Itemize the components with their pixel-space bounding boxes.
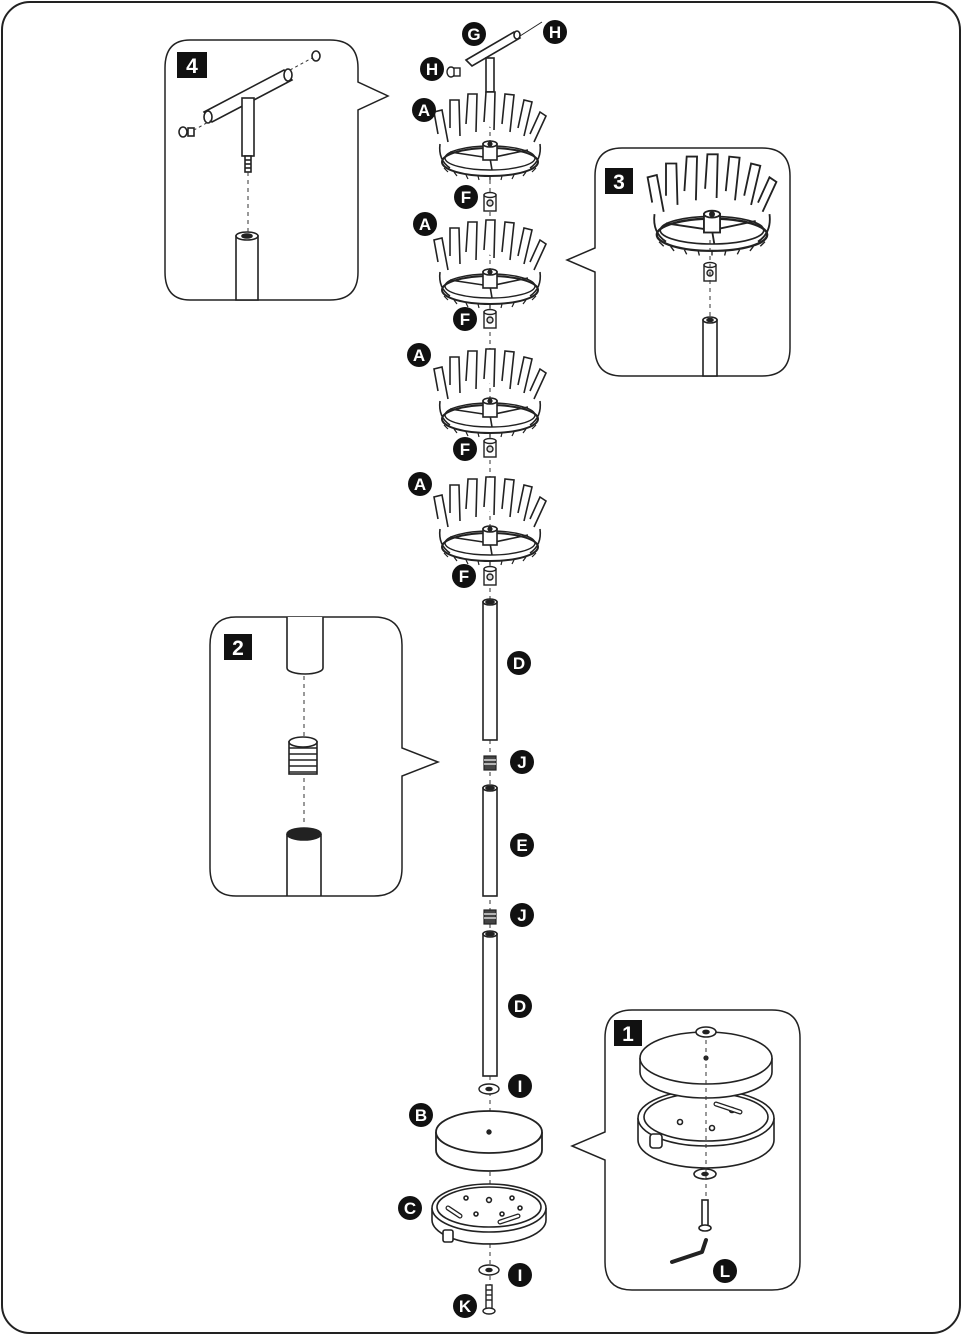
- label-f-4: F: [452, 564, 476, 588]
- part-h-cap: [446, 66, 461, 78]
- label-i-2: I: [508, 1263, 532, 1287]
- label-j-2: J: [510, 903, 534, 927]
- label-f-2: F: [453, 307, 477, 331]
- svg-text:F: F: [460, 440, 470, 459]
- callout-step-4: 4: [164, 39, 390, 301]
- part-a-basket-4: [433, 476, 547, 566]
- part-f-connector-1: [483, 191, 497, 212]
- svg-text:F: F: [459, 567, 469, 586]
- part-k-bolt: [482, 1284, 496, 1315]
- svg-text:G: G: [467, 25, 480, 44]
- svg-text:F: F: [460, 310, 470, 329]
- svg-text:F: F: [461, 188, 471, 207]
- part-f-connector-3: [483, 437, 497, 458]
- svg-text:1: 1: [622, 1023, 634, 1046]
- part-l-allen-key: [670, 1238, 708, 1264]
- step-1-badge: [614, 1020, 642, 1046]
- label-g: G: [462, 22, 486, 46]
- part-f-connector-4: [483, 565, 497, 586]
- svg-text:A: A: [414, 475, 426, 494]
- svg-text:C: C: [404, 1199, 416, 1218]
- label-b: B: [409, 1103, 433, 1127]
- part-d-pole-upper: [482, 598, 498, 741]
- svg-text:I: I: [518, 1077, 523, 1096]
- svg-text:K: K: [459, 1297, 472, 1316]
- part-j-threaded-connector-2: [483, 909, 497, 925]
- part-c-base-plate: [431, 1183, 547, 1245]
- svg-text:4: 4: [186, 55, 198, 78]
- svg-text:L: L: [720, 1262, 730, 1281]
- label-d-lower: D: [508, 994, 532, 1018]
- callout-step-2: 2: [209, 616, 441, 897]
- svg-text:A: A: [419, 215, 431, 234]
- label-a-4: A: [408, 472, 432, 496]
- label-k: K: [453, 1294, 477, 1318]
- svg-text:A: A: [418, 101, 430, 120]
- svg-text:H: H: [426, 60, 438, 79]
- part-i-washer-2: [478, 1264, 500, 1276]
- svg-text:J: J: [517, 906, 526, 925]
- svg-text:A: A: [413, 346, 425, 365]
- label-l: L: [713, 1259, 737, 1283]
- part-b-base-weight: [435, 1110, 543, 1172]
- step-2-badge: [224, 634, 252, 660]
- label-d-upper: D: [507, 651, 531, 675]
- label-a-1: A: [412, 98, 436, 122]
- part-i-washer-1: [478, 1083, 500, 1095]
- label-j-1: J: [510, 750, 534, 774]
- callout-step-3: 3: [565, 147, 791, 377]
- svg-text:2: 2: [232, 637, 244, 660]
- label-h-left: H: [420, 57, 444, 81]
- part-e-pole-middle: [482, 784, 498, 897]
- part-a-basket-3: [433, 348, 547, 438]
- callout-step-1: 1 L: [570, 1009, 801, 1291]
- svg-text:E: E: [516, 836, 527, 855]
- label-a-3: A: [407, 343, 431, 367]
- label-i-1: I: [508, 1074, 532, 1098]
- svg-text:H: H: [549, 23, 561, 42]
- part-j-threaded-connector-1: [483, 755, 497, 771]
- svg-text:B: B: [415, 1106, 427, 1125]
- label-a-2: A: [413, 212, 437, 236]
- svg-text:D: D: [514, 997, 526, 1016]
- part-d-pole-lower: [482, 930, 498, 1077]
- svg-text:3: 3: [613, 171, 625, 194]
- step-3-badge: [605, 168, 633, 194]
- label-h-right: H: [543, 20, 567, 44]
- label-f-1: F: [454, 185, 478, 209]
- svg-text:J: J: [517, 753, 526, 772]
- part-f-connector-2: [483, 308, 497, 329]
- svg-text:D: D: [513, 654, 525, 673]
- svg-text:I: I: [518, 1266, 523, 1285]
- label-c: C: [398, 1196, 422, 1220]
- label-f-3: F: [453, 437, 477, 461]
- step-4-badge: [177, 52, 207, 78]
- label-e: E: [510, 833, 534, 857]
